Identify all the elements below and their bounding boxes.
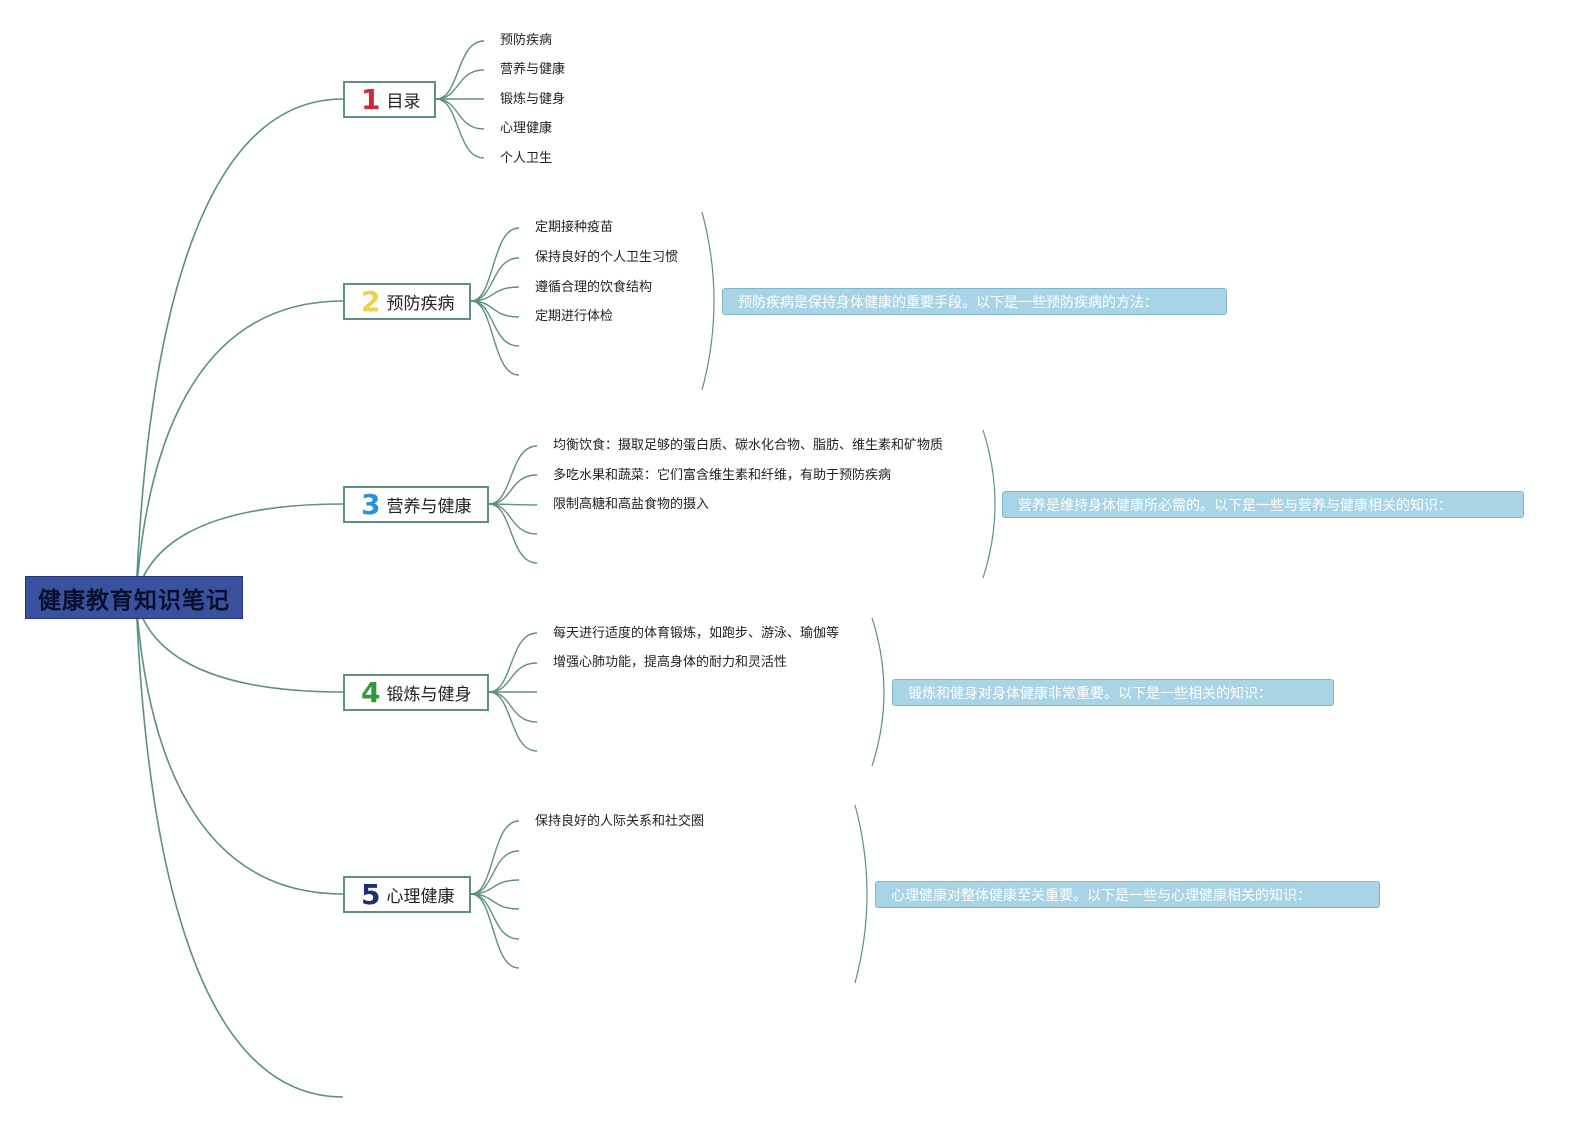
leaf-connector-1-4 (435, 98, 485, 130)
summary-box-5[interactable]: 心理健康对整体健康至关重要。以下是一些与心理健康相关的知识： (875, 881, 1380, 908)
leaf-2-3[interactable]: 遵循合理的饮食结构 (535, 280, 653, 295)
branch-number-3: 3 (361, 487, 381, 521)
leaf-2-2[interactable]: 保持良好的个人卫生习惯 (535, 250, 679, 265)
root-topic[interactable]: 健康教育知识笔记 (25, 576, 243, 619)
leaf-connector-1-1 (435, 40, 485, 100)
leaf-connector-4-1 (488, 632, 538, 693)
branch-number-1: 1 (361, 82, 381, 116)
summary-box-2[interactable]: 预防疾病是保持身体健康的重要手段。以下是一些预防疾病的方法： (722, 288, 1227, 315)
leaf-connector-5-1 (470, 820, 520, 895)
branch-label-1: 目录 (386, 92, 421, 112)
leaf-connector-4-2 (488, 662, 538, 693)
leaf-connector-3-1 (488, 445, 538, 505)
branch-topic-4[interactable]: 4 锻炼与健身 (343, 674, 489, 711)
summary-bracket-2 (982, 429, 996, 579)
leaf-connector-2-6 (470, 300, 520, 376)
summary-text-4: 锻炼和健身对身体健康非常重要。以下是一些相关的知识： (908, 685, 1272, 702)
branch-topic-5[interactable]: 5 心理健康 (343, 876, 471, 913)
leaf-5-1[interactable]: 保持良好的人际关系和社交圈 (535, 814, 705, 829)
leaf-2-4[interactable]: 定期进行体检 (535, 309, 614, 324)
leaf-connector-2-2 (470, 257, 520, 302)
branch-number-4: 4 (361, 675, 381, 709)
summary-bracket-1 (701, 211, 715, 391)
summary-text-3: 营养是维持身体健康所必需的。以下是一些与营养与健康相关的知识： (1018, 497, 1452, 514)
branch-label-4: 锻炼与健身 (386, 685, 472, 705)
leaf-connector-4-5 (488, 691, 538, 752)
summary-text-5: 心理健康对整体健康至关重要。以下是一些与心理健康相关的知识： (891, 887, 1311, 904)
leaf-connector-2-3 (470, 286, 520, 302)
leaf-connector-5-6 (470, 893, 520, 969)
branch-topic-2[interactable]: 2 预防疾病 (343, 283, 471, 320)
leaf-connector-2-1 (470, 227, 520, 302)
leaf-connector-1-2 (435, 69, 485, 100)
leaf-2-1[interactable]: 定期接种疫苗 (535, 220, 614, 235)
leaf-3-1[interactable]: 均衡饮食：摄取足够的蛋白质、碳水化合物、脂肪、维生素和矿物质 (553, 438, 944, 453)
summary-text-2: 预防疾病是保持身体健康的重要手段。以下是一些预防疾病的方法： (738, 294, 1158, 311)
branch-label-5: 心理健康 (386, 887, 455, 907)
branch-topic-1[interactable]: 1 目录 (343, 81, 436, 118)
root-connector-2 (135, 300, 344, 599)
leaf-1-3[interactable]: 锻炼与健身 (500, 92, 566, 107)
branch-label-3: 营养与健康 (386, 497, 472, 517)
leaf-connector-5-2 (470, 850, 520, 895)
leaf-3-2[interactable]: 多吃水果和蔬菜：它们富含维生素和纤维，有助于预防疾病 (553, 468, 892, 483)
root-connector-6 (135, 597, 344, 1098)
branch-topic-3[interactable]: 3 营养与健康 (343, 486, 489, 523)
leaf-1-2[interactable]: 营养与健康 (500, 62, 566, 77)
leaf-1-5[interactable]: 个人卫生 (500, 151, 553, 166)
leaf-3-3[interactable]: 限制高糖和高盐食物的摄入 (553, 497, 710, 512)
leaf-1-4[interactable]: 心理健康 (500, 121, 553, 136)
summary-box-3[interactable]: 营养是维持身体健康所必需的。以下是一些与营养与健康相关的知识： (1002, 491, 1524, 518)
leaf-connector-3-5 (488, 503, 538, 564)
root-connector-5 (135, 597, 344, 895)
root-title: 健康教育知识笔记 (38, 587, 230, 614)
branch-number-5: 5 (361, 877, 381, 911)
root-connector-1 (135, 98, 344, 599)
leaf-connector-1-5 (435, 98, 485, 159)
leaf-1-1[interactable]: 预防疾病 (500, 33, 553, 48)
leaf-connector-2-5 (470, 300, 520, 347)
leaf-connector-3-4 (488, 503, 538, 535)
summary-bracket-3 (871, 617, 885, 767)
leaf-connector-4-4 (488, 691, 538, 723)
leaf-connector-5-5 (470, 893, 520, 940)
summary-box-4[interactable]: 锻炼和健身对身体健康非常重要。以下是一些相关的知识： (892, 679, 1334, 706)
summary-bracket-4 (854, 804, 868, 984)
leaf-connector-5-3 (470, 879, 520, 895)
leaf-connector-3-2 (488, 474, 538, 505)
branch-label-2: 预防疾病 (386, 294, 455, 314)
branch-number-2: 2 (361, 284, 381, 318)
leaf-4-1[interactable]: 每天进行适度的体育锻炼，如跑步、游泳、瑜伽等 (553, 626, 840, 641)
leaf-4-2[interactable]: 增强心肺功能，提高身体的耐力和灵活性 (553, 655, 788, 670)
